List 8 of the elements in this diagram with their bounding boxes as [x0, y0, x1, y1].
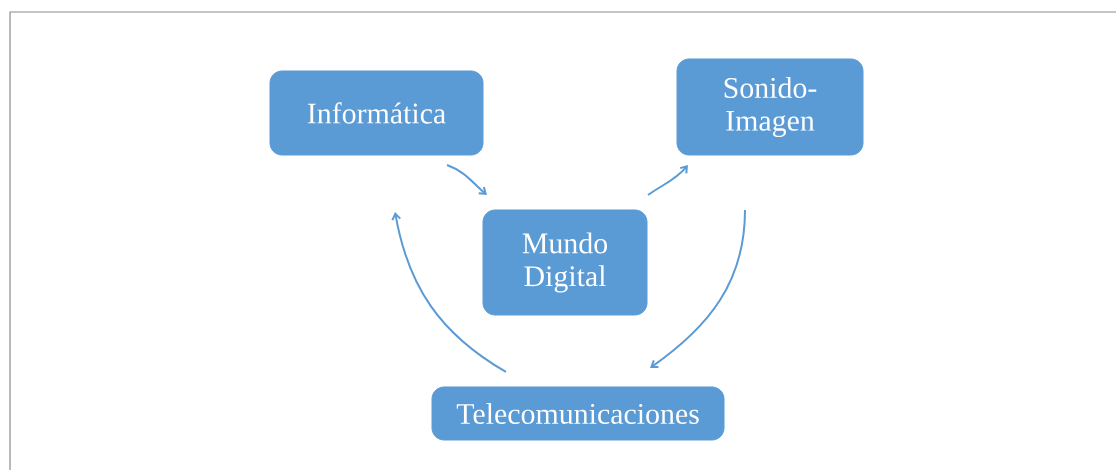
curved-arrow: [650, 209, 746, 368]
process-box: Sonido-Imagen: [676, 58, 864, 156]
process-box: Informática: [269, 70, 484, 156]
process-box: Telecomunicaciones: [431, 386, 725, 441]
curved-arrow: [391, 212, 507, 373]
process-box: Mundo Digital: [482, 209, 648, 316]
curved-arrow: [647, 165, 688, 196]
curved-arrow: [446, 164, 487, 195]
